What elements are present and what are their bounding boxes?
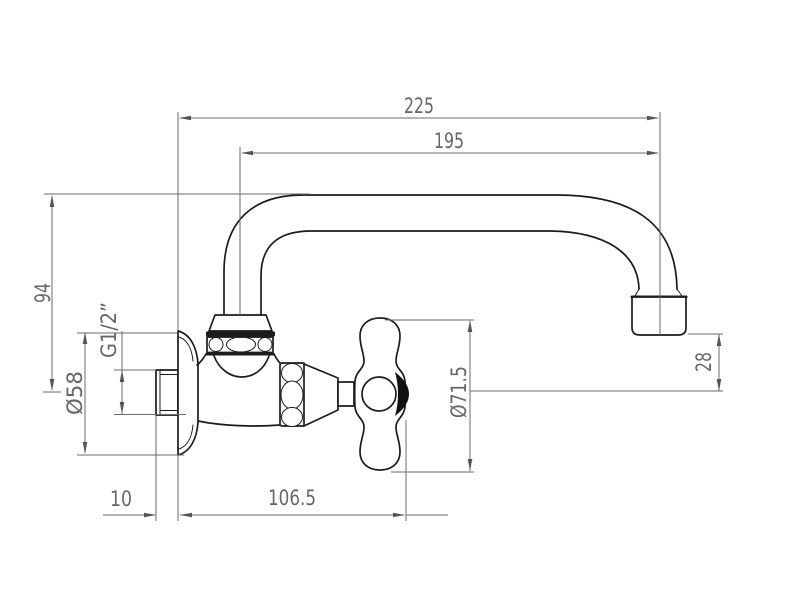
arrowhead-left bbox=[241, 150, 253, 156]
dimension-height-above-axis: 94 bbox=[31, 195, 55, 391]
arrowhead-top bbox=[716, 334, 722, 346]
dim-d715-label: Ø71.5 bbox=[447, 366, 471, 418]
arrowhead-left bbox=[180, 512, 192, 518]
dim-1065-label: 106.5 bbox=[268, 486, 316, 510]
faucet-outline bbox=[155, 194, 688, 471]
escutcheon-dome bbox=[177, 330, 199, 456]
body-bottom bbox=[197, 420, 281, 427]
nut-dark-band bbox=[206, 331, 275, 337]
knurl-right bbox=[257, 337, 273, 352]
dim-94-label: 94 bbox=[31, 283, 55, 303]
escutcheon-rim-bottom bbox=[178, 424, 194, 450]
valve-stem bbox=[337, 381, 355, 407]
dimension-wall-to-handle: 106.5 bbox=[180, 486, 448, 518]
cross-handle bbox=[353, 317, 409, 471]
arrowhead-bottom bbox=[49, 379, 55, 391]
spout-nut bbox=[205, 314, 275, 356]
arrowhead-top bbox=[119, 370, 125, 382]
arrowhead-bottom bbox=[119, 402, 125, 414]
dim-225-label: 225 bbox=[404, 94, 434, 118]
wall-thread bbox=[155, 369, 179, 416]
aerator bbox=[630, 288, 688, 336]
arrowhead-bottom bbox=[716, 379, 722, 391]
dimension-outlet-to-axis: 28 bbox=[692, 334, 722, 391]
dim-195-label: 195 bbox=[434, 129, 464, 153]
arrowhead-bottom bbox=[82, 442, 88, 454]
dimensions: 225 195 94 Ø58 G1/2” bbox=[31, 94, 723, 521]
arrowhead-top bbox=[82, 332, 88, 344]
arrowhead-top bbox=[49, 195, 55, 207]
arrowhead-bottom bbox=[467, 459, 473, 471]
dimension-handle-diameter: Ø71.5 bbox=[447, 320, 473, 471]
arrowhead-right bbox=[647, 115, 659, 121]
dimension-escutcheon-diameter: Ø58 bbox=[63, 332, 88, 454]
body-shoulder-right bbox=[273, 353, 281, 364]
dim-10-label: 10 bbox=[110, 487, 132, 511]
dim-g12-label: G1/2” bbox=[97, 302, 121, 358]
nut-cone bbox=[208, 314, 273, 332]
bonnet-cone bbox=[303, 363, 339, 427]
aerator-body bbox=[631, 296, 687, 336]
thread-body bbox=[155, 369, 179, 416]
dim-28-label: 28 bbox=[692, 352, 716, 372]
handle-hub bbox=[361, 376, 397, 412]
extension-lines bbox=[43, 112, 723, 521]
arrowhead-right bbox=[144, 512, 156, 518]
escutcheon bbox=[177, 330, 199, 456]
bonnet-knurl-mid bbox=[280, 380, 304, 410]
body-saddle bbox=[213, 355, 270, 378]
dimension-spout-reach: 195 bbox=[241, 129, 659, 156]
spout bbox=[223, 194, 678, 316]
bonnet-knurl-top bbox=[281, 363, 303, 383]
body-shoulder-left bbox=[196, 353, 207, 366]
arrowhead-top bbox=[467, 320, 473, 332]
arrowhead-right bbox=[647, 150, 659, 156]
aerator-flare-left bbox=[634, 288, 640, 297]
bonnet-knurl-bottom bbox=[281, 407, 303, 427]
aerator-flare-right bbox=[676, 288, 683, 297]
dimension-overall-reach: 225 bbox=[179, 94, 659, 121]
knurl-ring bbox=[206, 336, 274, 354]
dimension-thread-size: G1/2” bbox=[97, 302, 125, 414]
valve-body bbox=[196, 353, 281, 427]
spout-outer-edge bbox=[223, 194, 678, 316]
bonnet bbox=[279, 362, 339, 427]
handle-silhouette bbox=[353, 317, 407, 471]
arrowhead-right bbox=[393, 512, 405, 518]
knurl-left bbox=[208, 337, 224, 352]
arrowhead-left bbox=[179, 115, 191, 121]
dimension-thread-projection: 10 bbox=[103, 487, 156, 518]
spout-inner-edge bbox=[260, 230, 640, 316]
escutcheon-rim-top bbox=[178, 336, 194, 362]
knurl-center bbox=[226, 336, 256, 353]
handle-cap bbox=[395, 372, 409, 416]
dim-d58-label: Ø58 bbox=[63, 371, 87, 415]
